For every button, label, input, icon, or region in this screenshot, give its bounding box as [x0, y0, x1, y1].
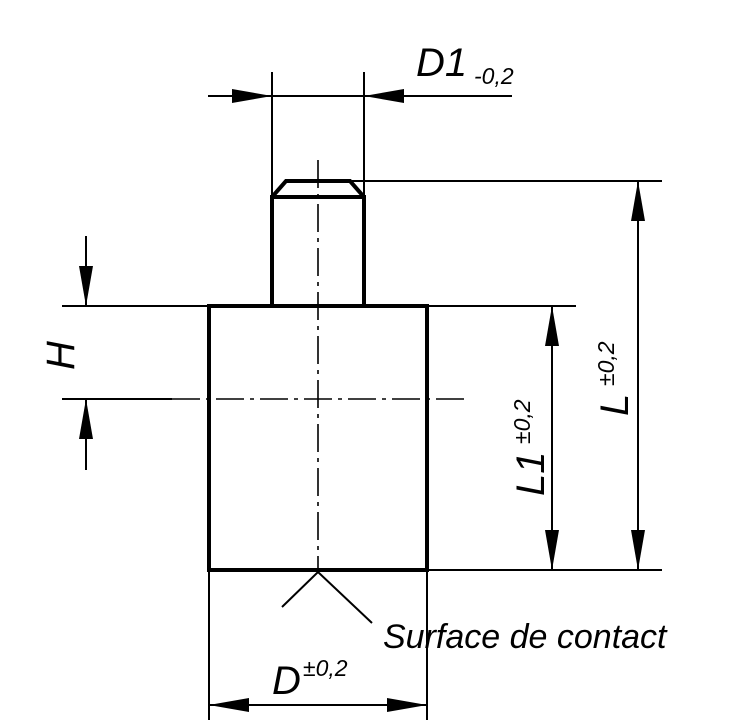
tolerance-l1: ±0,2	[509, 399, 535, 444]
arrowhead	[387, 698, 427, 712]
dimension-h: H	[39, 236, 93, 470]
callout-text: Surface de contact	[383, 618, 668, 656]
dimension-d1: D1 -0,2	[208, 41, 514, 103]
tolerance-d1: -0,2	[474, 63, 514, 89]
arrowhead	[545, 306, 559, 346]
arrowhead	[232, 89, 272, 103]
arrowhead	[209, 698, 249, 712]
dimension-d: D ±0,2	[209, 655, 427, 712]
arrowhead	[79, 399, 93, 439]
arrowhead	[545, 530, 559, 570]
dimension-l: L ±0,2	[593, 181, 645, 570]
dimension-label-l1: L1	[509, 452, 553, 497]
extension-lines	[62, 72, 662, 720]
dimension-label-h: H	[39, 341, 83, 370]
contact-surface-callout: Surface de contact	[281, 570, 668, 656]
arrowhead	[631, 181, 645, 221]
arrowhead	[79, 266, 93, 306]
dimension-label-d: D	[272, 659, 301, 703]
arrowhead	[364, 89, 404, 103]
dimension-label-d1: D1	[416, 41, 467, 85]
tolerance-l: ±0,2	[593, 341, 619, 386]
dimension-label-l: L	[593, 394, 637, 416]
tolerance-d: ±0,2	[303, 655, 348, 681]
center-lines	[172, 160, 468, 568]
dimension-l1: L1 ±0,2	[509, 306, 559, 570]
arrowhead	[631, 530, 645, 570]
leader-line	[281, 570, 373, 624]
